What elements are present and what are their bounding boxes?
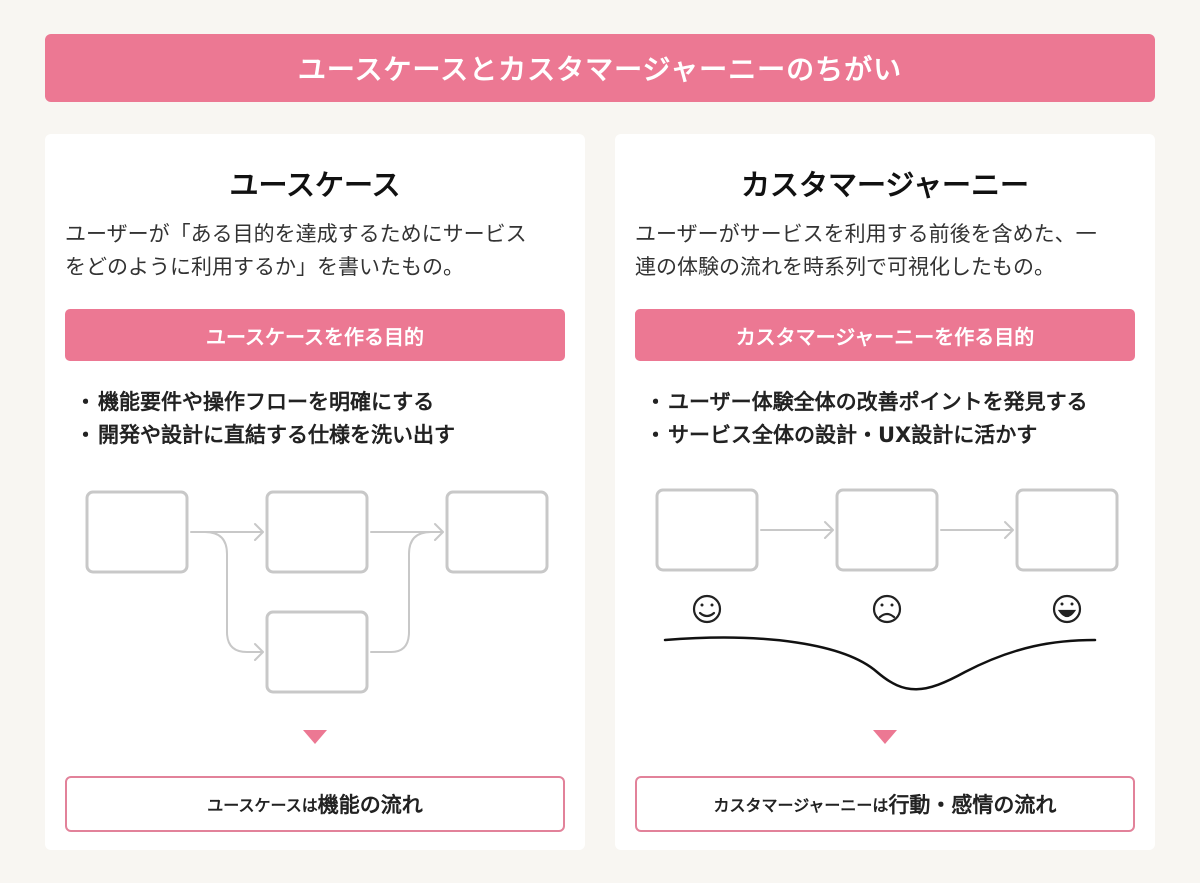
flow-box-3: [445, 490, 549, 574]
usecase-description: ユーザーが「ある目的を達成するためにサービス をどのように利用するか」を書いたも…: [65, 218, 565, 284]
customer-journey-purpose-label: カスタマージャーニーを作る目的: [735, 324, 1035, 349]
customer-journey-purpose-header: カスタマージャーニーを作る目的: [635, 309, 1135, 361]
list-item: 機能要件や操作フローを明確にする: [75, 386, 575, 419]
list-item: 開発や設計に直結する仕様を洗い出す: [75, 419, 575, 452]
customer-journey-purpose-list: ユーザー体験全体の改善ポイントを発見する サービス全体の設計・UX設計に活かす: [645, 386, 1145, 452]
emotion-curve: [663, 636, 1097, 691]
flow-arrow-2-to-3: [370, 523, 444, 541]
smile-face-icon: [692, 594, 722, 624]
usecase-result-prefix: ユースケースは: [207, 796, 318, 815]
down-arrow-icon: [303, 730, 327, 744]
usecase-purpose-list: 機能要件や操作フローを明確にする 開発や設計に直結する仕様を洗い出す: [75, 386, 575, 452]
usecase-title: ユースケース: [229, 168, 401, 202]
list-item: サービス全体の設計・UX設計に活かす: [645, 419, 1145, 452]
customer-journey-desc-line-1: ユーザーがサービスを利用する前後を含めた、一: [635, 222, 1097, 246]
journey-box-2: [835, 488, 939, 572]
journey-box-3: [1015, 488, 1119, 572]
usecase-flow-diagram: [85, 490, 549, 694]
flow-arrow-1-to-4: [204, 531, 264, 661]
customer-journey-result-box: カスタマージャーニーは 行動・感情の流れ: [635, 776, 1135, 832]
customer-journey-diagram: [655, 488, 1119, 691]
page-title-banner: ユースケースとカスタマージャーニーのちがい: [45, 34, 1155, 102]
customer-journey-result-prefix: カスタマージャーニーは: [713, 796, 889, 815]
customer-journey-title: カスタマージャーニー: [741, 168, 1029, 202]
journey-arrow-2-to-3: [940, 521, 1014, 539]
list-item: ユーザー体験全体の改善ポイントを発見する: [645, 386, 1145, 419]
page-title: ユースケースとカスタマージャーニーのちがい: [297, 53, 903, 86]
customer-journey-description: ユーザーがサービスを利用する前後を含めた、一 連の体験の流れを時系列で可視化した…: [635, 218, 1135, 284]
down-arrow-icon: [873, 730, 897, 744]
usecase-purpose-label: ユースケースを作る目的: [206, 324, 424, 349]
usecase-result-box: ユースケースは 機能の流れ: [65, 776, 565, 832]
flow-box-1: [85, 490, 189, 574]
customer-journey-desc-line-2: 連の体験の流れを時系列で可視化したもの。: [635, 255, 1055, 279]
usecase-card: ユースケース ユーザーが「ある目的を達成するためにサービス をどのように利用する…: [45, 134, 585, 850]
happy-face-icon: [1052, 594, 1082, 624]
usecase-purpose-header: ユースケースを作る目的: [65, 309, 565, 361]
journey-box-1: [655, 488, 759, 572]
flow-box-2: [265, 490, 369, 574]
customer-journey-result-main: 行動・感情の流れ: [888, 793, 1057, 817]
customer-journey-card: カスタマージャーニー ユーザーがサービスを利用する前後を含めた、一 連の体験の流…: [615, 134, 1155, 850]
usecase-desc-line-1: ユーザーが「ある目的を達成するためにサービス: [65, 222, 527, 246]
sad-face-icon: [872, 594, 902, 624]
usecase-desc-line-2: をどのように利用するか」を書いたもの。: [65, 255, 464, 279]
flow-arrow-4-to-3: [370, 531, 432, 653]
journey-arrow-1-to-2: [760, 521, 834, 539]
flow-arrow-1-to-2: [190, 523, 264, 541]
flow-box-4: [265, 610, 369, 694]
usecase-result-main: 機能の流れ: [317, 793, 423, 817]
